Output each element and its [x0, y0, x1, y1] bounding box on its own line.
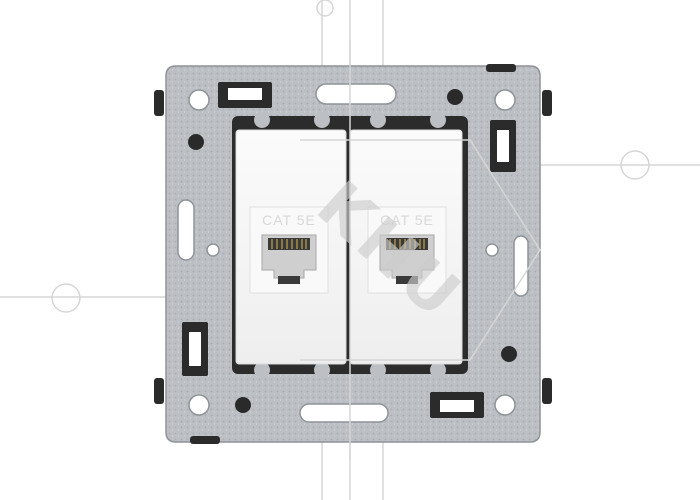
- clip-left: [182, 322, 208, 376]
- clip-top-left: [218, 82, 272, 108]
- edge-tab: [154, 90, 164, 116]
- edge-tab: [542, 378, 552, 404]
- rj45-jack-left: [249, 206, 329, 294]
- module-label-left: CAT 5E: [262, 212, 316, 228]
- rj45-jack-right: [367, 206, 447, 294]
- clip-right: [490, 120, 516, 172]
- watermark-shapes: [300, 40, 541, 460]
- screw-hole: [188, 394, 210, 416]
- clip-bottom-right: [430, 392, 484, 418]
- screw-hole: [494, 394, 516, 416]
- edge-tab: [542, 90, 552, 116]
- module-label-right: CAT 5E: [380, 212, 434, 228]
- screw-hole: [494, 89, 516, 111]
- edge-tab: [154, 378, 164, 404]
- screw-hole: [188, 89, 210, 111]
